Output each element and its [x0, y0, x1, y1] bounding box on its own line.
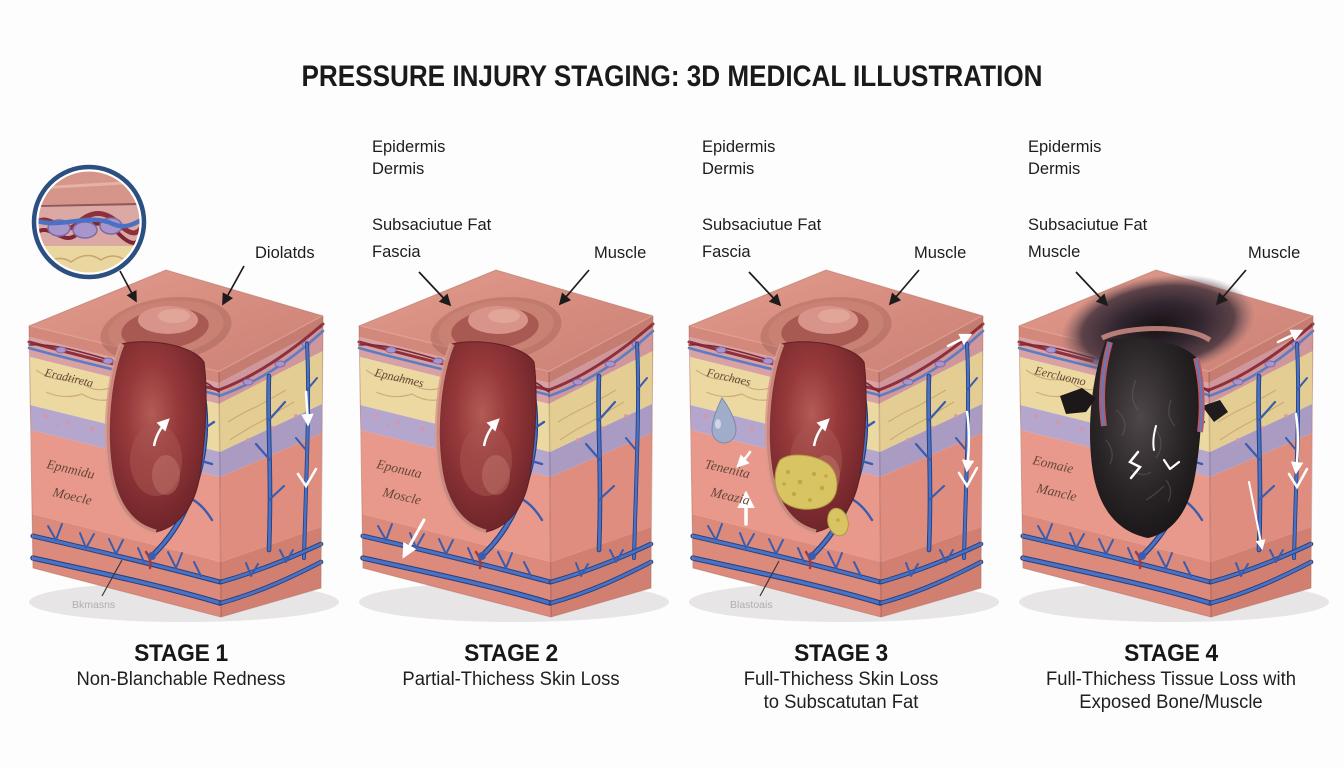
- stage-title: STAGE 4: [1124, 640, 1218, 667]
- label-epidermis: Epidermis: [372, 138, 445, 156]
- label-muscle: Muscle: [1248, 244, 1300, 262]
- label-arrows: [1075, 269, 1247, 307]
- label-dermis: Dermis: [372, 160, 424, 178]
- label-muscle: Muscle: [594, 244, 646, 262]
- serous-droplet: [711, 397, 737, 444]
- stage-title: STAGE 1: [134, 640, 228, 667]
- stage-3-panel: Epidermis Dermis Subsaciutue Fat Fascia …: [676, 130, 1006, 714]
- stage-4-panel: Epidermis Dermis Subsaciutue Fat Muscle …: [1006, 130, 1336, 714]
- label-arrows: [748, 269, 920, 307]
- stage-caption: STAGE 4 Full-Thichess Tissue Loss with E…: [1006, 640, 1336, 714]
- white-annotation-arrows: [736, 333, 979, 526]
- stage-caption: STAGE 3 Full-Thichess Skin Loss to Subsc…: [676, 640, 1006, 714]
- label-fascia: Fascia: [372, 243, 421, 261]
- label-dermis: Dermis: [702, 160, 754, 178]
- stage-title: STAGE 2: [464, 640, 558, 667]
- stage-1-panel: Diolatds Eradtireta Epnmidu Moecle Bkmas…: [16, 130, 346, 714]
- label-dilated: Diolatds: [255, 244, 315, 262]
- stage-2-illustration: Epidermis Dermis Subsaciutue Fat Fascia …: [346, 138, 676, 630]
- label-muscle-left: Muscle: [1028, 243, 1080, 261]
- white-annotation-arrows: [1128, 329, 1309, 550]
- white-annotation-arrows: [296, 390, 318, 489]
- page-title: PRESSURE INJURY STAGING: 3D MEDICAL ILLU…: [301, 60, 1043, 94]
- white-annotation-arrows: [402, 518, 426, 559]
- stage-2-panel: Epidermis Dermis Subsaciutue Fat Fascia …: [346, 130, 676, 714]
- magnified-inset: [31, 164, 147, 280]
- label-arrow-dilated: [222, 265, 245, 306]
- necrotic-wound: [1060, 274, 1256, 538]
- label-subcutaneous-fat: Subsaciutue Fat: [372, 216, 492, 234]
- label-fascia: Fascia: [702, 243, 751, 261]
- bottom-pointer-line: [759, 560, 780, 597]
- label-epidermis: Epidermis: [702, 138, 775, 156]
- stage-subtitle-line1: Partial-Thichess Skin Loss: [402, 669, 620, 690]
- stage-panels: Diolatds Eradtireta Epnmidu Moecle Bkmas…: [16, 130, 1336, 714]
- stage-subtitle-line2: Exposed Bone/Muscle: [1079, 692, 1263, 713]
- slough-tissue: [774, 454, 849, 537]
- stage-caption: STAGE 1 Non-Blanchable Redness: [16, 640, 346, 691]
- tissue-text-bottom: Bkmasns: [72, 599, 115, 611]
- label-muscle: Muscle: [914, 244, 966, 262]
- label-arrows: [418, 269, 590, 307]
- stage-3-illustration: Epidermis Dermis Subsaciutue Fat Fascia …: [676, 138, 1006, 630]
- stage-subtitle-line1: Full-Thichess Skin Loss: [743, 669, 939, 690]
- label-subcutaneous-fat: Subsaciutue Fat: [1028, 216, 1148, 234]
- stage-subtitle-line1: Full-Thichess Tissue Loss with: [1046, 669, 1296, 690]
- label-dermis: Dermis: [1028, 160, 1080, 178]
- stage-subtitle-line2: to Subscatutan Fat: [763, 692, 919, 713]
- label-subcutaneous-fat: Subsaciutue Fat: [702, 216, 822, 234]
- stage-1-illustration: Diolatds Eradtireta Epnmidu Moecle Bkmas…: [16, 164, 346, 630]
- bottom-pointer-line: [101, 559, 123, 597]
- stage-caption: STAGE 2 Partial-Thichess Skin Loss: [346, 640, 676, 691]
- label-epidermis: Epidermis: [1028, 138, 1101, 156]
- stage-4-illustration: Epidermis Dermis Subsaciutue Fat Muscle …: [1006, 138, 1336, 630]
- stage-subtitle-line1: Non-Blanchable Redness: [76, 669, 286, 690]
- tissue-text-bottom: Blastoais: [730, 599, 773, 611]
- stage-title: STAGE 3: [794, 640, 888, 667]
- inset-pointer-arrow: [119, 270, 137, 303]
